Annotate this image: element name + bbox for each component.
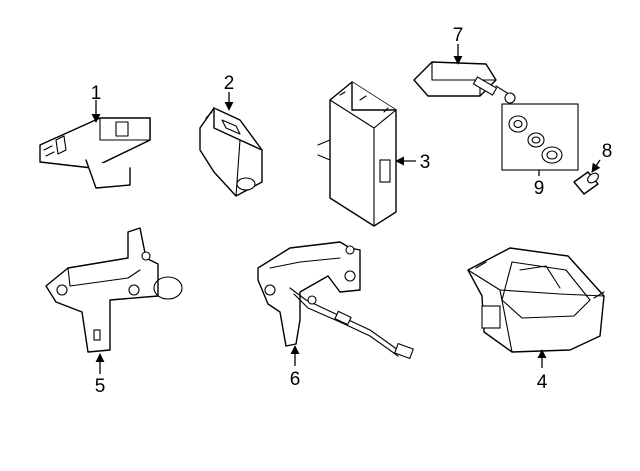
part-2-connector — [199, 107, 263, 197]
part-6-harness-bracket — [257, 241, 414, 360]
part-3-control-unit — [317, 81, 397, 227]
callout-3: 3 — [420, 152, 431, 173]
part-7-sensor — [413, 61, 516, 104]
part-1-module — [39, 117, 151, 189]
callout-9: 9 — [534, 178, 545, 199]
part-4-module — [467, 247, 605, 353]
callout-5: 5 — [95, 376, 106, 397]
part-5-bracket — [45, 227, 183, 353]
callout-1: 1 — [91, 83, 102, 104]
leader-lines — [91, 44, 601, 374]
callout-4: 4 — [537, 372, 548, 393]
callout-6: 6 — [290, 369, 301, 390]
callout-8: 8 — [602, 141, 613, 162]
part-9-kit — [501, 103, 579, 171]
callout-numbers: 1 2 3 4 5 6 7 8 9 — [91, 25, 613, 397]
leader-8 — [591, 159, 601, 173]
callout-7: 7 — [453, 25, 464, 46]
callout-2: 2 — [224, 73, 235, 94]
part-8-cap — [573, 171, 599, 195]
